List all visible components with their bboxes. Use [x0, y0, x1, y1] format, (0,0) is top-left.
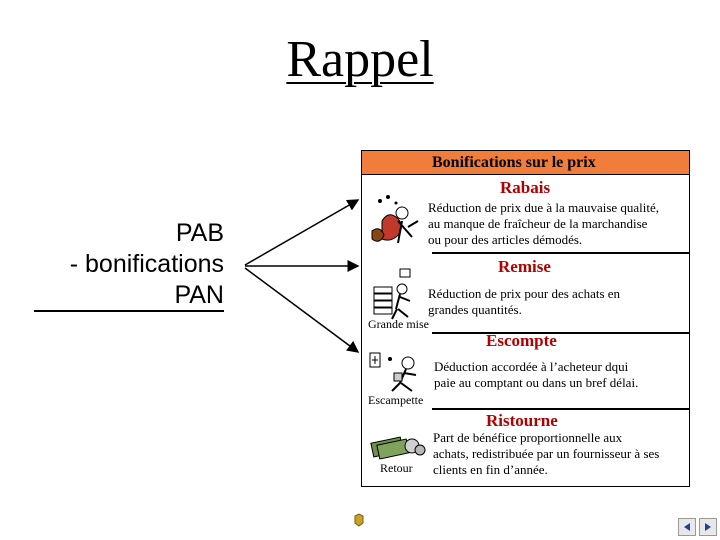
prev-slide-button[interactable] — [678, 518, 696, 536]
slide-title: Rappel — [286, 31, 434, 88]
escompte-caption: Escampette — [368, 393, 424, 407]
escompte-description: Déduction accordée à l’acheteur dqui pai… — [434, 359, 638, 391]
next-slide-button[interactable] — [699, 518, 717, 536]
remise-description: Réduction de prix pour des achats en gra… — [428, 286, 620, 318]
separator — [432, 252, 690, 254]
remise-line: grandes quantités. — [428, 302, 522, 317]
escompte-title: Escompte — [486, 331, 557, 350]
next-arrow-icon — [705, 523, 711, 531]
remise-line: Réduction de prix pour des achats en — [428, 286, 621, 301]
rabais-line: ou pour des articles démodés. — [428, 232, 583, 247]
bonifications-panel: Bonifications sur le prix Rabais Réducti… — [361, 150, 690, 487]
ristourne-money-icon — [370, 436, 426, 460]
arrow-to-rabais — [244, 199, 360, 266]
ristourne-line: clients en fin d’année. — [433, 462, 548, 477]
rabais-description: Réduction de prix due à la mauvaise qual… — [428, 200, 659, 248]
pan-label: PAN — [174, 281, 224, 309]
separator — [432, 332, 690, 334]
ristourne-caption: Retour — [380, 461, 413, 475]
formula-rule — [34, 310, 224, 312]
rabais-line: Réduction de prix due à la mauvaise qual… — [428, 200, 660, 215]
bonifications-label: - bonifications — [69, 250, 224, 278]
remise-title: Remise — [498, 257, 551, 276]
ristourne-title: Ristourne — [486, 411, 558, 430]
remise-caption: Grande mise — [368, 317, 429, 331]
escompte-line: Déduction accordée à l’acheteur dqui — [434, 359, 629, 374]
ristourne-line: Part de bénéfice proportionnelle aux — [433, 430, 623, 445]
arrow-to-escompte — [244, 267, 360, 353]
panel-header-label: Bonifications sur le prix — [432, 154, 596, 171]
rabais-title: Rabais — [500, 178, 551, 197]
escompte-line: paie au comptant ou dans un bref délai. — [434, 375, 639, 390]
escompte-illustration-icon — [369, 352, 417, 392]
rabais-line: au manque de fraîcheur de la marchandise — [428, 216, 648, 231]
separator — [432, 408, 690, 410]
rabais-illustration-icon — [371, 195, 419, 244]
gold-bullet-icon — [354, 513, 364, 527]
ristourne-description: Part de bénéfice proportionnelle aux ach… — [433, 430, 659, 478]
pab-formula: PAB - bonifications PAN — [34, 218, 224, 312]
ristourne-line: achats, redistribuée par un fournisseur … — [433, 446, 660, 461]
panel-header: Bonifications sur le prix — [362, 151, 689, 175]
remise-illustration-icon — [373, 268, 411, 320]
pab-label: PAB — [175, 219, 224, 247]
prev-arrow-icon — [684, 523, 690, 531]
